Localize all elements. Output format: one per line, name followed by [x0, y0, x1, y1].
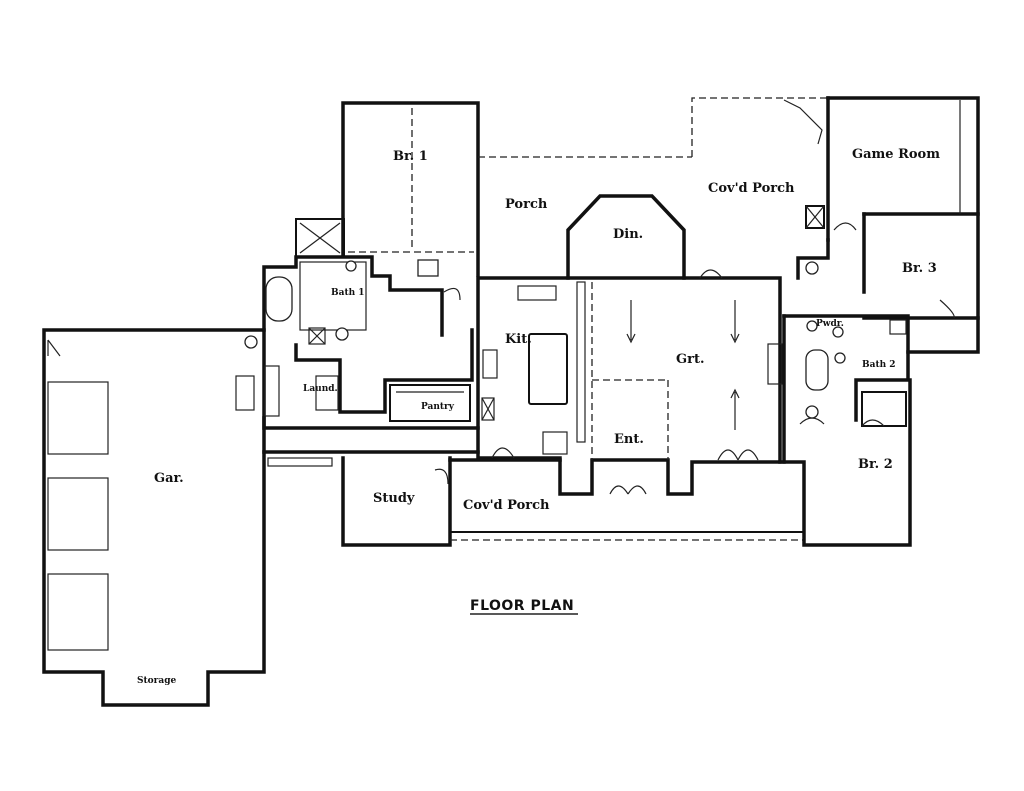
- label-covd-porch-rear: Cov'd Porch: [708, 181, 795, 196]
- left-wing: [244, 101, 480, 467]
- label-kit: Kit.: [505, 332, 532, 347]
- garage: [42, 328, 266, 707]
- plan-title: FLOOR PLAN: [470, 598, 578, 615]
- label-grt: Grt.: [676, 352, 704, 367]
- label-pantry: Pantry: [421, 402, 455, 412]
- label-porch: Porch: [505, 197, 548, 212]
- floor-plan-title: FLOOR PLAN: [470, 598, 574, 614]
- label-br1: Br. 1: [393, 149, 428, 164]
- room-labels: Br. 1 Porch Cov'd Porch Game Room Din. B…: [137, 147, 940, 686]
- label-bath1: Bath 1: [331, 288, 365, 298]
- center-block: [443, 97, 828, 496]
- label-storage: Storage: [137, 676, 177, 686]
- label-din: Din.: [613, 227, 643, 242]
- label-bath2: Bath 2: [862, 360, 896, 370]
- label-br3: Br. 3: [902, 261, 937, 276]
- label-pwdr: Pwdr.: [816, 319, 844, 329]
- study-and-front-porch: [341, 456, 804, 547]
- label-game-room: Game Room: [852, 147, 940, 162]
- label-study: Study: [373, 491, 415, 506]
- label-laund: Laund.: [303, 384, 338, 394]
- label-gar: Gar.: [154, 471, 184, 486]
- right-wing: [778, 96, 980, 547]
- label-covd-porch-front: Cov'd Porch: [463, 498, 550, 513]
- label-br2: Br. 2: [858, 457, 893, 472]
- label-ent: Ent.: [614, 432, 644, 447]
